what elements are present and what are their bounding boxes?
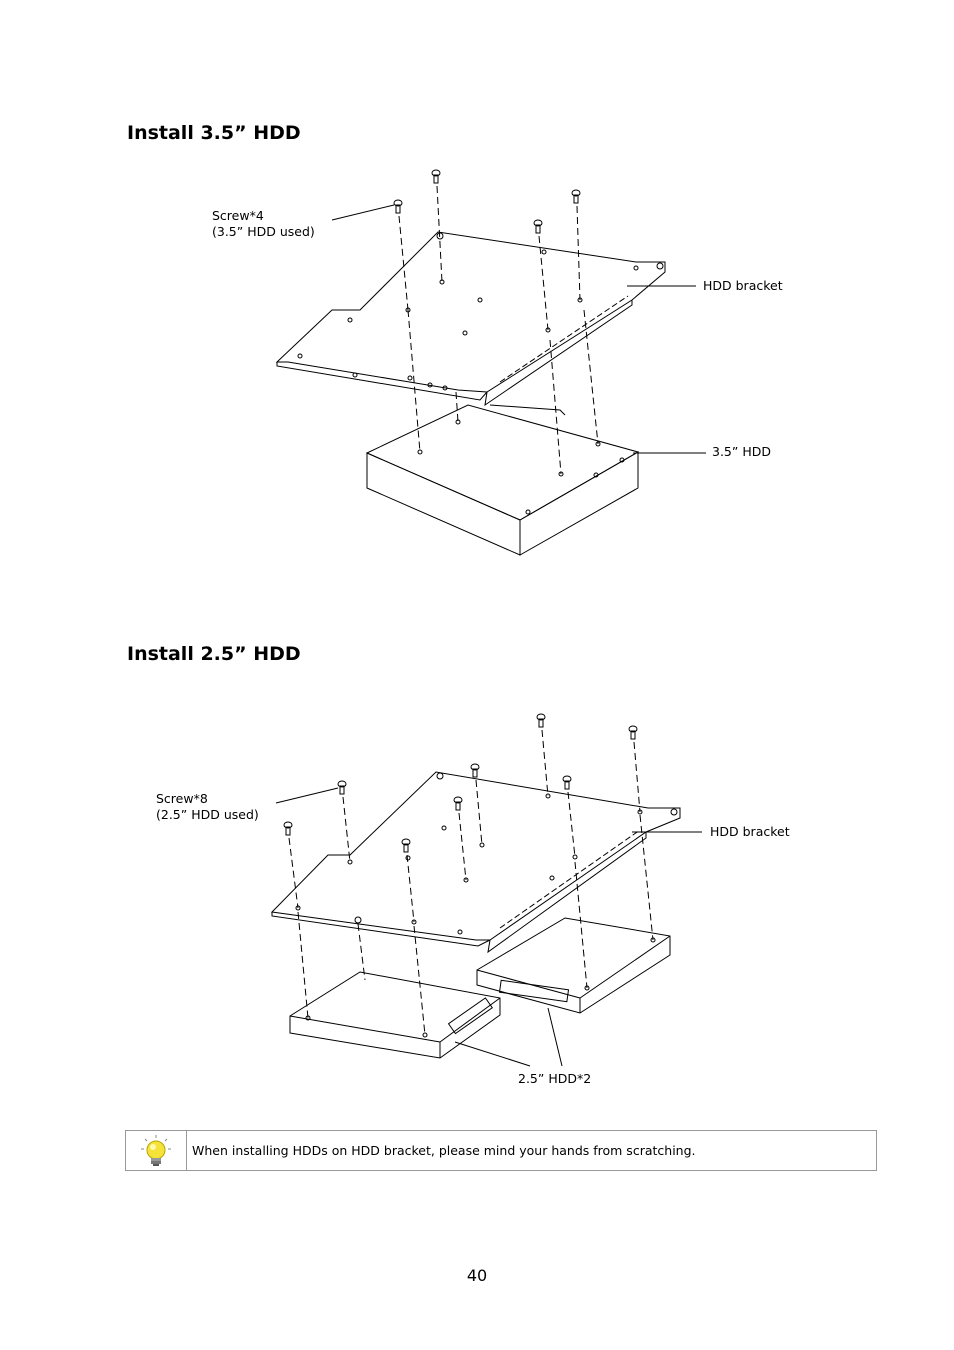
section-heading-3-5-hdd: Install 3.5” HDD [127, 122, 301, 144]
screw-count-label-2: Screw*8 [156, 791, 208, 806]
screw-label-3-5: Screw*4 (3.5” HDD used) [212, 208, 315, 240]
hdd-bracket-drawing [275, 231, 666, 416]
guide-lines-2-5 [288, 729, 654, 1036]
screw-usage-label: (3.5” HDD used) [212, 224, 315, 239]
hdd-3-5-drawing [365, 404, 640, 556]
hdd-label-3-5: 3.5” HDD [712, 444, 771, 459]
bracket-label-3-5: HDD bracket [703, 278, 783, 293]
lightbulb-icon [126, 1131, 187, 1170]
screw-usage-label-2: (2.5” HDD used) [156, 807, 259, 822]
page-number: 40 [466, 1266, 488, 1285]
screw-count-label: Screw*4 [212, 208, 264, 223]
screw-label-2-5: Screw*8 (2.5” HDD used) [156, 791, 259, 823]
bracket-label-2-5: HDD bracket [710, 824, 790, 839]
tip-text: When installing HDDs on HDD bracket, ple… [192, 1143, 696, 1158]
diagram-3-5-hdd [0, 0, 954, 600]
hdd-2-5-left-drawing [289, 971, 501, 1059]
screws-2-5 [283, 713, 638, 853]
hdd-label-2-5: 2.5” HDD*2 [518, 1071, 592, 1086]
hdd-2-5-right-drawing [476, 917, 671, 1014]
guide-lines-3-5 [398, 185, 599, 475]
screws-3-5 [393, 169, 581, 234]
tip-box: When installing HDDs on HDD bracket, ple… [125, 1130, 877, 1171]
diagram-2-5-hdd [0, 700, 954, 1120]
section-heading-2-5-hdd: Install 2.5” HDD [127, 643, 301, 665]
hdd-bracket-drawing-2 [270, 771, 681, 954]
